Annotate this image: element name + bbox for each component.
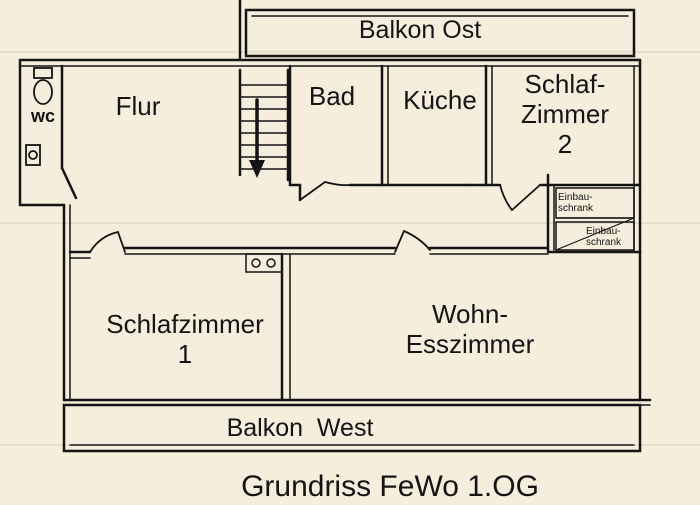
- plan-title: Grundriss FeWo 1.OG: [241, 470, 539, 503]
- room-label-hallway: Flur: [115, 91, 161, 121]
- wardrobe-top-line2: schrank: [558, 203, 594, 214]
- built-in-wardrobes: [546, 173, 635, 252]
- door-swing-bedroom1: [89, 231, 126, 253]
- room-label-bathroom: Bad: [308, 81, 356, 111]
- balcony-west-outline: [62, 403, 642, 453]
- door-swing-living: [394, 230, 431, 253]
- north-room-walls: [288, 64, 642, 202]
- room-label-kitchen: Küche: [403, 85, 477, 115]
- wardrobe-bottom-line2: schrank: [586, 237, 622, 248]
- room-label-bedroom1-line1: Schlafzimmer: [106, 309, 264, 339]
- room-label-wardrobe-top: Einbau- schrank: [558, 192, 632, 214]
- room-label-wardrobe-bottom: Einbau- schrank: [586, 226, 638, 248]
- stair-direction-arrow-icon: [249, 98, 265, 178]
- room-label-balcony-east: Balkon Ost: [358, 16, 482, 44]
- room-label-bedroom2: Schlaf- Zimmer 2: [496, 69, 634, 160]
- outer-walls: [18, 58, 652, 406]
- room-label-living: Wohn- Esszimmer: [370, 299, 570, 360]
- room-label-bedroom2-line3: 2: [557, 128, 573, 159]
- room-label-living-line1: Wohn-: [431, 299, 509, 329]
- staircase: [238, 68, 290, 182]
- chimney-icon: [245, 253, 283, 273]
- room-label-bedroom1: Schlafzimmer 1: [80, 309, 290, 370]
- bedroom-living-wall: [280, 252, 291, 402]
- balcony-east-outline: [244, 8, 636, 58]
- room-label-bedroom2-line2: Zimmer: [520, 98, 610, 129]
- toilet-icon: [33, 67, 53, 105]
- room-label-living-line2: Esszimmer: [405, 328, 535, 359]
- sink-icon: [25, 144, 41, 166]
- room-label-wc: wc: [30, 106, 55, 126]
- door-swing-bathroom: [299, 181, 351, 201]
- wc-room-walls: [18, 64, 78, 207]
- wardrobe-bottom-line1: Einbau-: [586, 226, 621, 237]
- wardrobe-top-line1: Einbau-: [558, 192, 593, 203]
- room-label-balcony-west: Balkon West: [226, 414, 374, 442]
- door-swing-bedroom2: [499, 184, 541, 211]
- room-label-bedroom1-line2: 1: [177, 338, 193, 369]
- room-label-bedroom2-line1: Schlaf-: [524, 69, 606, 99]
